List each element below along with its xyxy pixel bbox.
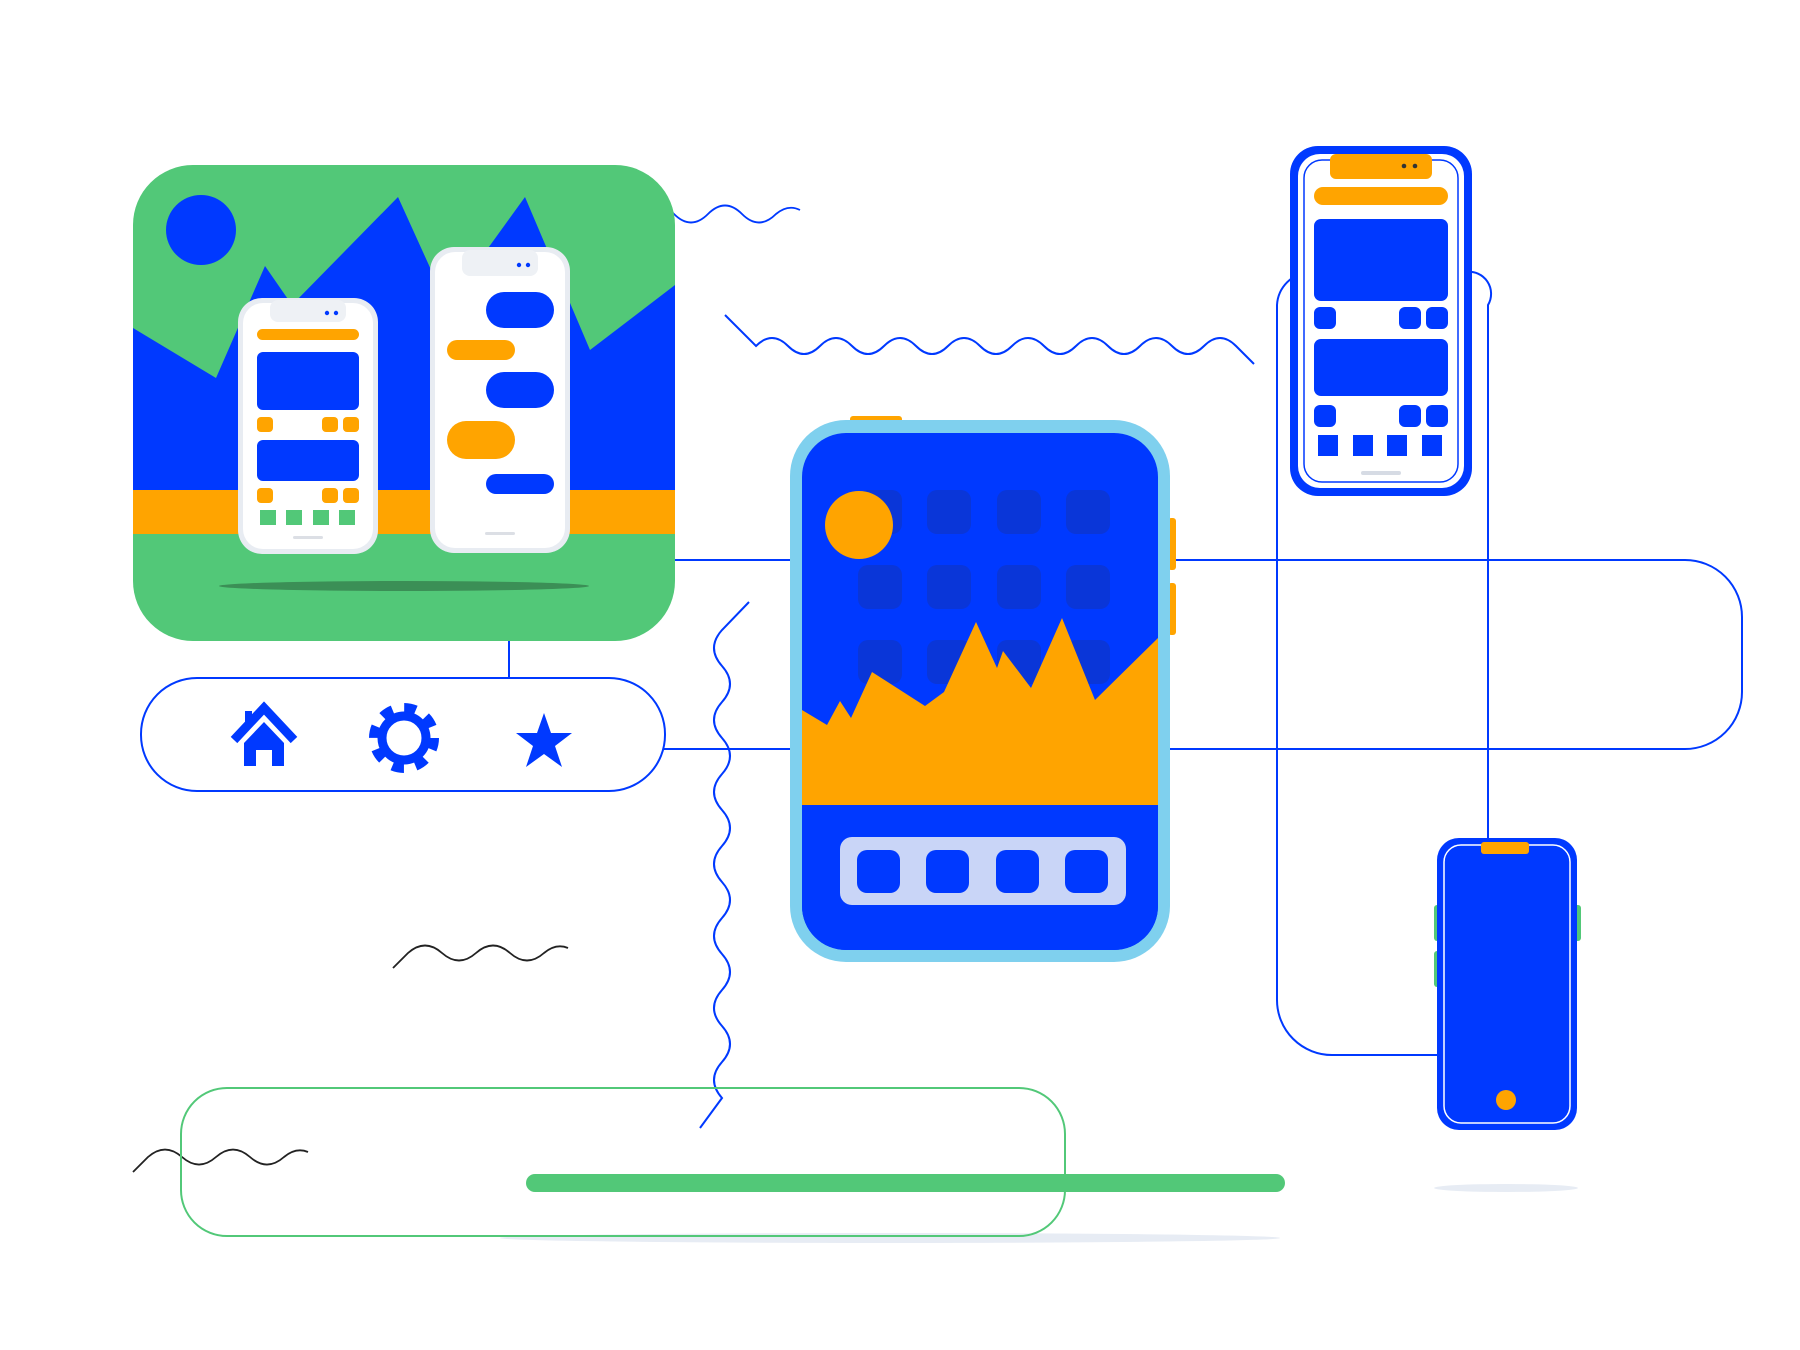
connector-top-phone-to-bottom-phone — [1465, 270, 1493, 838]
dock-app-3 — [996, 850, 1039, 893]
nav-bar-outline — [140, 677, 666, 792]
gear-icon[interactable] — [369, 703, 439, 773]
connector-tablet-to-right-loop — [1170, 559, 1743, 750]
bottom-outline-bar — [180, 1087, 1066, 1237]
home-icon[interactable] — [230, 701, 298, 766]
phones-shadow — [219, 581, 589, 591]
star-icon[interactable] — [516, 713, 572, 767]
squiggle-middle-blue — [724, 314, 1255, 365]
tablet-sun — [825, 491, 893, 559]
phone-notch-orange — [1481, 842, 1529, 854]
phone-notch — [1330, 154, 1432, 179]
dock-app-4 — [1065, 850, 1108, 893]
dock-app-2 — [926, 850, 969, 893]
sun-circle — [166, 195, 236, 265]
small-phone-list — [238, 298, 378, 554]
squiggle-vertical-blue — [699, 601, 750, 1129]
tablet-mountains — [802, 618, 1158, 815]
small-phone-chat — [430, 247, 570, 553]
squiggle-bottom-dark — [132, 1148, 309, 1173]
photo-card — [133, 165, 675, 641]
bottom-panel — [180, 1087, 1285, 1243]
dock-app-1 — [857, 850, 900, 893]
bottom-bar-shadow — [500, 1233, 1280, 1243]
bottom-right-phone — [1434, 838, 1581, 1192]
squiggle-lower-dark — [392, 944, 569, 969]
orange-horizon-stripe — [133, 490, 675, 534]
phone-home-button — [1496, 1090, 1516, 1110]
tablet-device — [790, 416, 1176, 962]
bottom-phone-shadow — [1434, 1184, 1578, 1192]
icon-nav-bar[interactable] — [140, 677, 666, 792]
top-right-phone — [1290, 146, 1472, 496]
tablet-dock — [840, 837, 1126, 905]
